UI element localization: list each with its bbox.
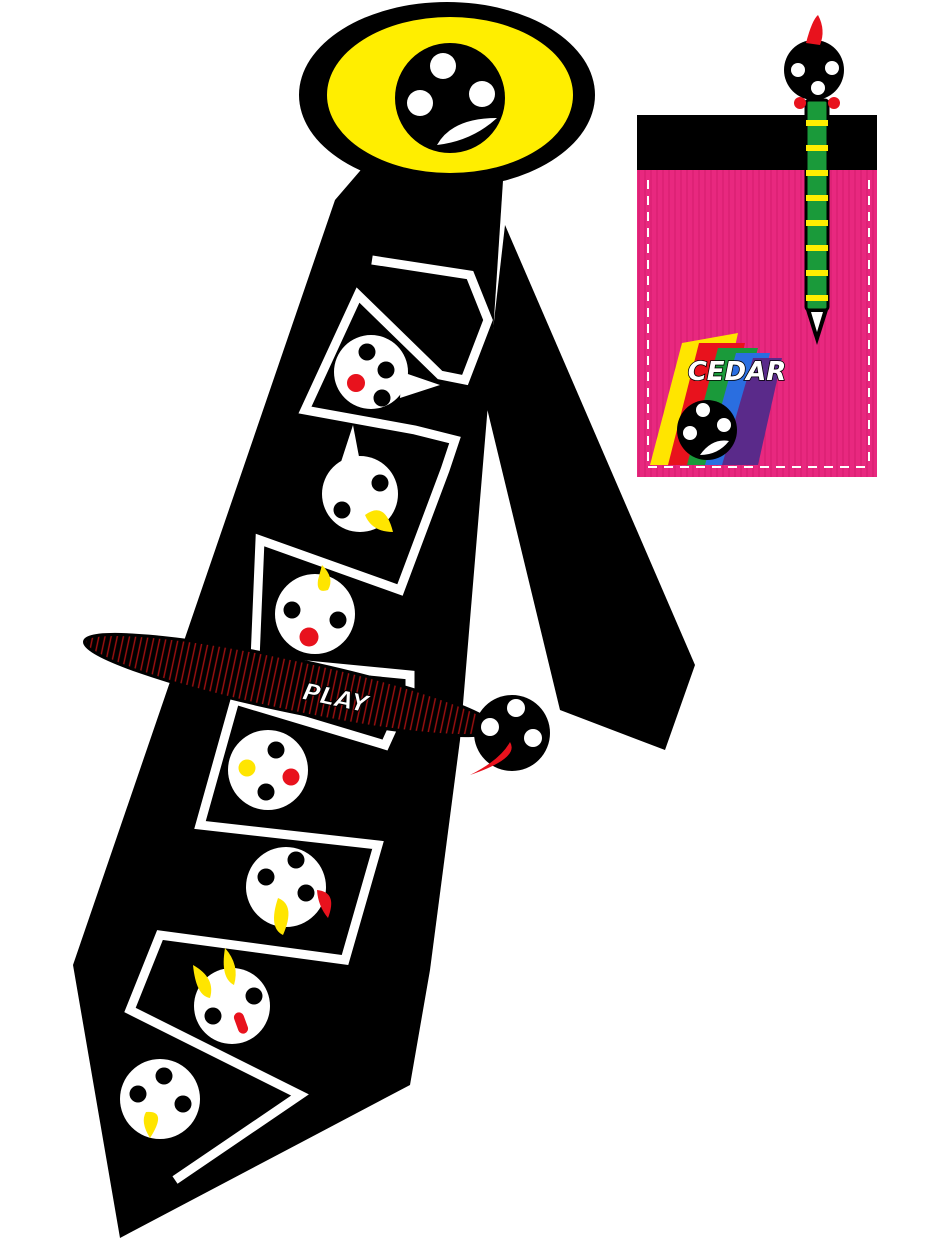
pen [794,97,840,345]
face-3 [275,565,355,654]
zigzag-outline [124,255,493,1184]
face-4 [228,730,308,810]
face-1 [334,335,440,409]
tie-knot [299,2,595,188]
brand-name: CEDAR [688,357,787,387]
face-7 [120,1059,200,1139]
face-2 [322,425,398,532]
tie-back-blade [485,225,695,750]
brand-face [677,400,737,460]
pen-face [784,15,844,100]
clip-face [470,695,550,775]
face-5 [246,847,332,935]
face-6 [193,948,270,1044]
